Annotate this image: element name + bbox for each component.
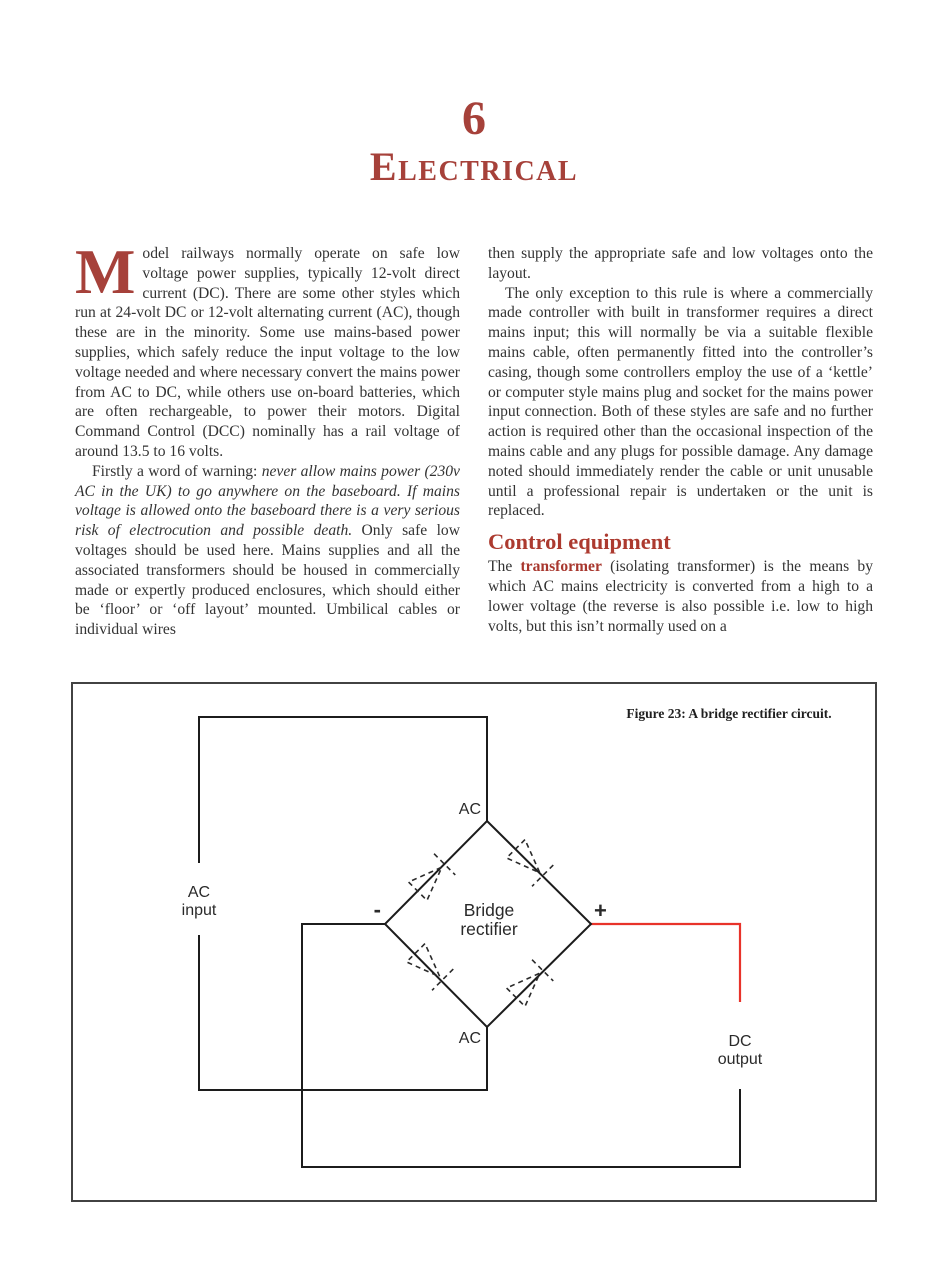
bridge-rectifier-diagram: Figure 23: A bridge rectifier circuit. bbox=[182, 706, 832, 1168]
section-heading-control-equipment: Control equipment bbox=[488, 529, 671, 555]
label-ac-input-line1: AC bbox=[188, 884, 210, 901]
paragraph-intro-text: odel railways normally operate on safe l… bbox=[75, 245, 460, 460]
paragraph-warning: Firstly a word of warning: never allow m… bbox=[75, 462, 460, 639]
paragraph-transformer: The transformer (isolating transformer) … bbox=[488, 558, 873, 635]
wire-dc-negative bbox=[301, 923, 741, 1168]
wire-ac-input-upper bbox=[198, 716, 488, 863]
label-bridge-line1: Bridge bbox=[464, 900, 515, 920]
paragraph-continuation: then supply the appropriate safe and low… bbox=[488, 245, 873, 282]
label-bridge-line2: rectifier bbox=[460, 919, 518, 939]
label-plus: + bbox=[594, 898, 607, 923]
chapter-number: 6 bbox=[462, 92, 486, 145]
figure-caption: Figure 23: A bridge rectifier circuit. bbox=[626, 706, 831, 721]
paragraph-exception: The only exception to this rule is where… bbox=[488, 284, 873, 520]
label-dc-output-line2: output bbox=[718, 1051, 763, 1068]
label-ac-bottom: AC bbox=[459, 1030, 481, 1047]
chapter-header: 6 Electrical bbox=[0, 92, 948, 189]
drop-cap: M bbox=[75, 236, 136, 307]
label-minus: - bbox=[374, 897, 381, 922]
label-dc-output-line1: DC bbox=[728, 1033, 751, 1050]
bridge-rectifier-diamond bbox=[383, 819, 593, 1029]
figure-bridge-rectifier: Figure 23: A bridge rectifier circuit. bbox=[71, 682, 877, 1202]
wire-ac-input-lower bbox=[198, 935, 488, 1091]
chapter-title: Electrical bbox=[369, 144, 579, 189]
wire-dc-positive bbox=[591, 922, 742, 1002]
column-right: then supply the appropriate safe and low… bbox=[488, 244, 873, 640]
label-ac-top: AC bbox=[459, 801, 481, 818]
label-ac-input-line2: input bbox=[182, 902, 217, 919]
diode-icon-bottom-left bbox=[405, 942, 454, 991]
